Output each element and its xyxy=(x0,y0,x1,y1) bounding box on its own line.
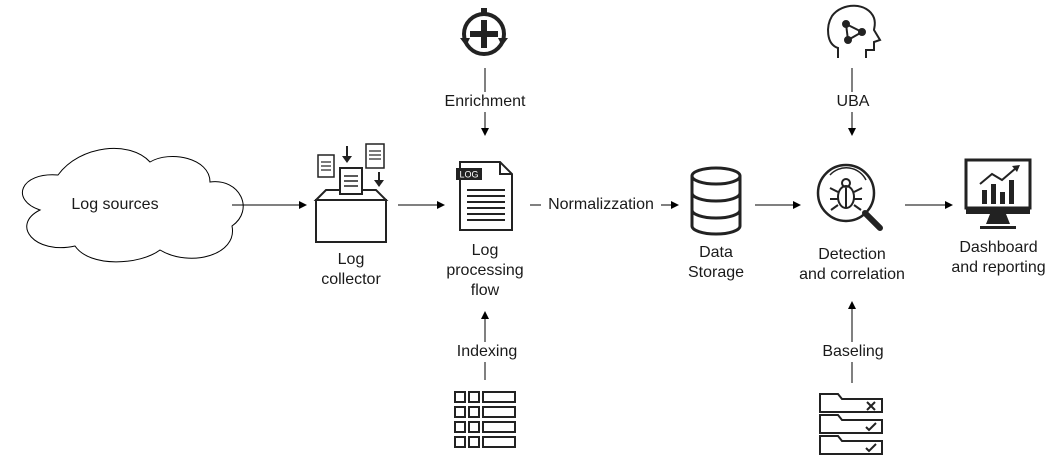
dashboard-label-line2: and reporting xyxy=(951,259,1046,276)
data-storage-label-line1: Data xyxy=(699,244,733,261)
normalization-label: Normalizzation xyxy=(541,195,661,215)
log-processing-label-line1: Log xyxy=(471,242,499,259)
bug-detection-icon xyxy=(816,163,883,231)
detection-label-line2: and correlation xyxy=(799,266,905,283)
dashboard-monitor-icon xyxy=(964,158,1032,229)
log-file-icon: LOG xyxy=(456,161,513,231)
enrichment-icon xyxy=(460,8,508,56)
log-sources-label: Log sources xyxy=(71,196,159,213)
log-collector-label-line2: collector xyxy=(321,271,381,288)
baseling-label: Baseling xyxy=(812,342,894,362)
log-collector-label-line1: Log xyxy=(337,251,365,268)
data-storage-label-line2: Storage xyxy=(687,264,745,281)
log-sources-cloud xyxy=(21,148,244,263)
uba-label: UBA xyxy=(830,92,876,112)
detection-label-line1: Detection xyxy=(818,246,886,263)
indexing-label: Indexing xyxy=(446,342,528,362)
baseline-checklist-icon xyxy=(819,393,883,455)
log-processing-label-line3: flow xyxy=(470,282,500,299)
dashboard-label-line1: Dashboard xyxy=(959,239,1038,256)
database-icon xyxy=(690,166,742,236)
uba-head-icon xyxy=(827,4,882,58)
log-badge-text: LOG xyxy=(459,170,478,180)
indexing-grid-icon xyxy=(454,391,516,448)
log-collector-icon xyxy=(313,143,389,243)
log-processing-label-line2: processing xyxy=(446,262,524,279)
enrichment-label: Enrichment xyxy=(432,92,538,112)
